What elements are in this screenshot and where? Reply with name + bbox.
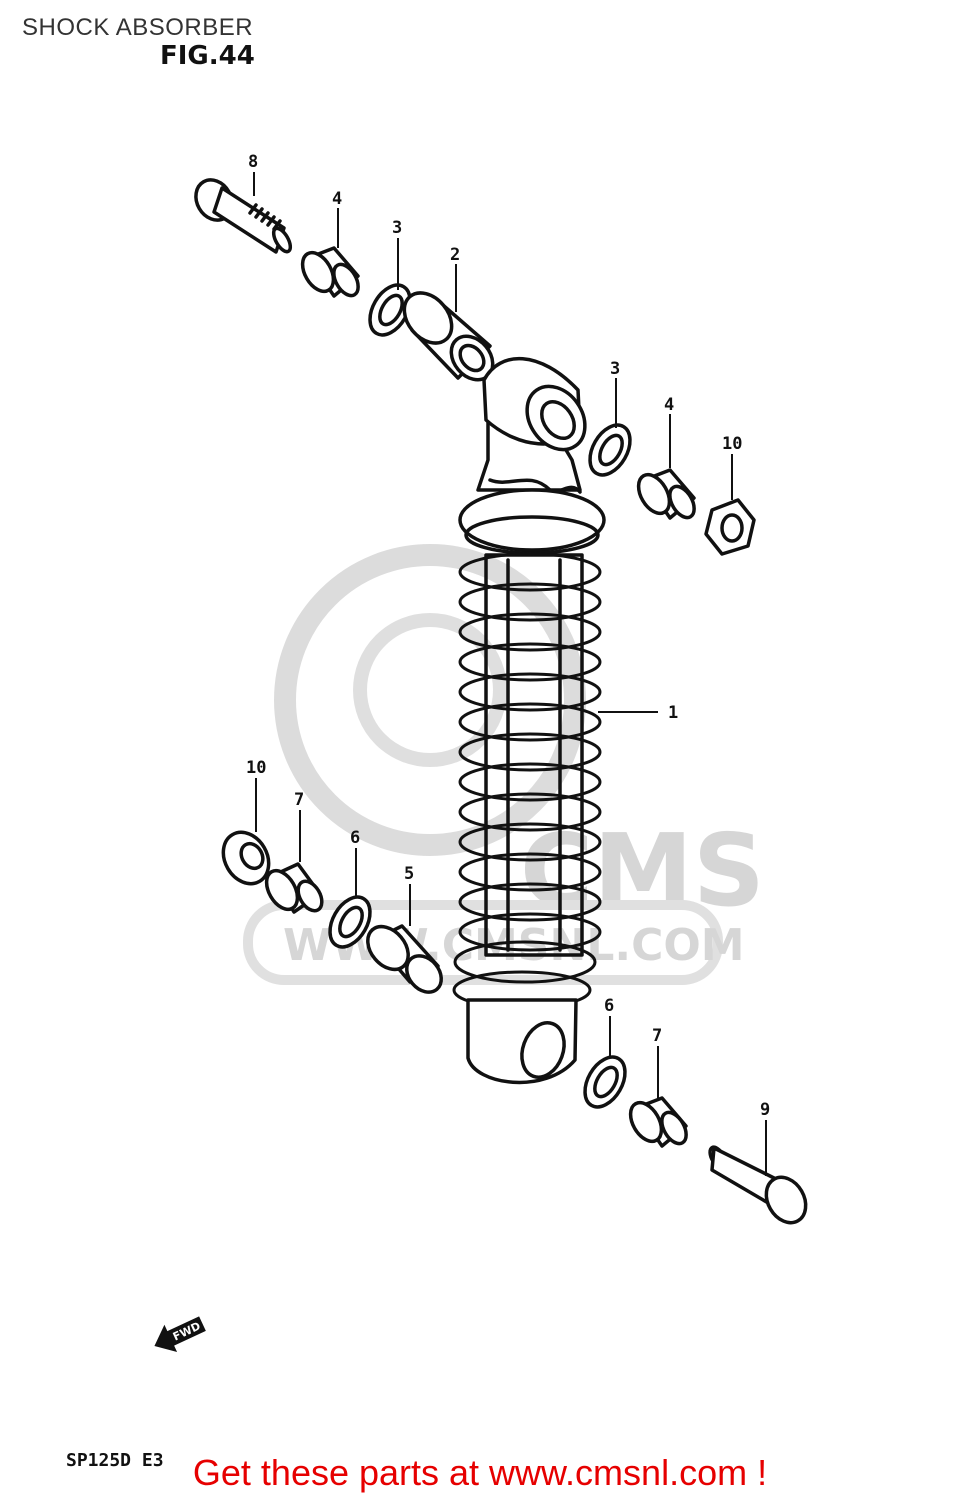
part-8-upper-bolt [194, 178, 293, 254]
leader-lines [253, 172, 767, 1176]
callout-7-left: 7 [294, 790, 304, 810]
callout-10-right: 10 [722, 434, 742, 454]
callout-2: 2 [450, 245, 460, 265]
part-10-left-nut [221, 830, 271, 886]
callout-3-upper: 3 [392, 218, 402, 238]
part-3-right-washer [588, 423, 632, 477]
callout-4-right: 4 [664, 395, 674, 415]
callout-6-left: 6 [350, 828, 360, 848]
callout-1: 1 [668, 703, 678, 723]
callout-8: 8 [248, 152, 258, 172]
part-7-left-collar [264, 862, 324, 914]
callout-10-left: 10 [246, 758, 266, 778]
part-6-left-washer [328, 895, 372, 949]
part-4-upper-collar [300, 246, 360, 298]
part-2-upper-spacer [402, 291, 495, 382]
part-5-lower-spacer [366, 924, 443, 994]
fwd-arrow: FWD [154, 1316, 206, 1352]
promo-link[interactable]: Get these parts at www.cmsnl.com ! [192, 1452, 768, 1493]
part-1-shock-absorber [452, 357, 606, 1085]
part-4-right-collar [636, 468, 696, 520]
part-10-right-nut [704, 498, 756, 556]
callout-6-lower: 6 [604, 996, 614, 1016]
model-code: SP125D E3 [66, 1450, 164, 1471]
page-title: SHOCK ABSORBER [22, 14, 254, 41]
callout-4-upper: 4 [332, 189, 342, 209]
callouts: 8 4 3 2 3 4 10 1 10 7 6 5 6 7 9 [246, 152, 770, 1120]
part-9-lower-bolt [708, 1145, 808, 1225]
part-7-lower-collar [628, 1096, 688, 1148]
callout-7-lower: 7 [652, 1026, 662, 1046]
callout-3-right: 3 [610, 359, 620, 379]
part-6-lower-washer [583, 1055, 627, 1109]
figure-label: FIG.44 [160, 41, 255, 71]
callout-9: 9 [760, 1100, 770, 1120]
callout-5: 5 [404, 864, 414, 884]
